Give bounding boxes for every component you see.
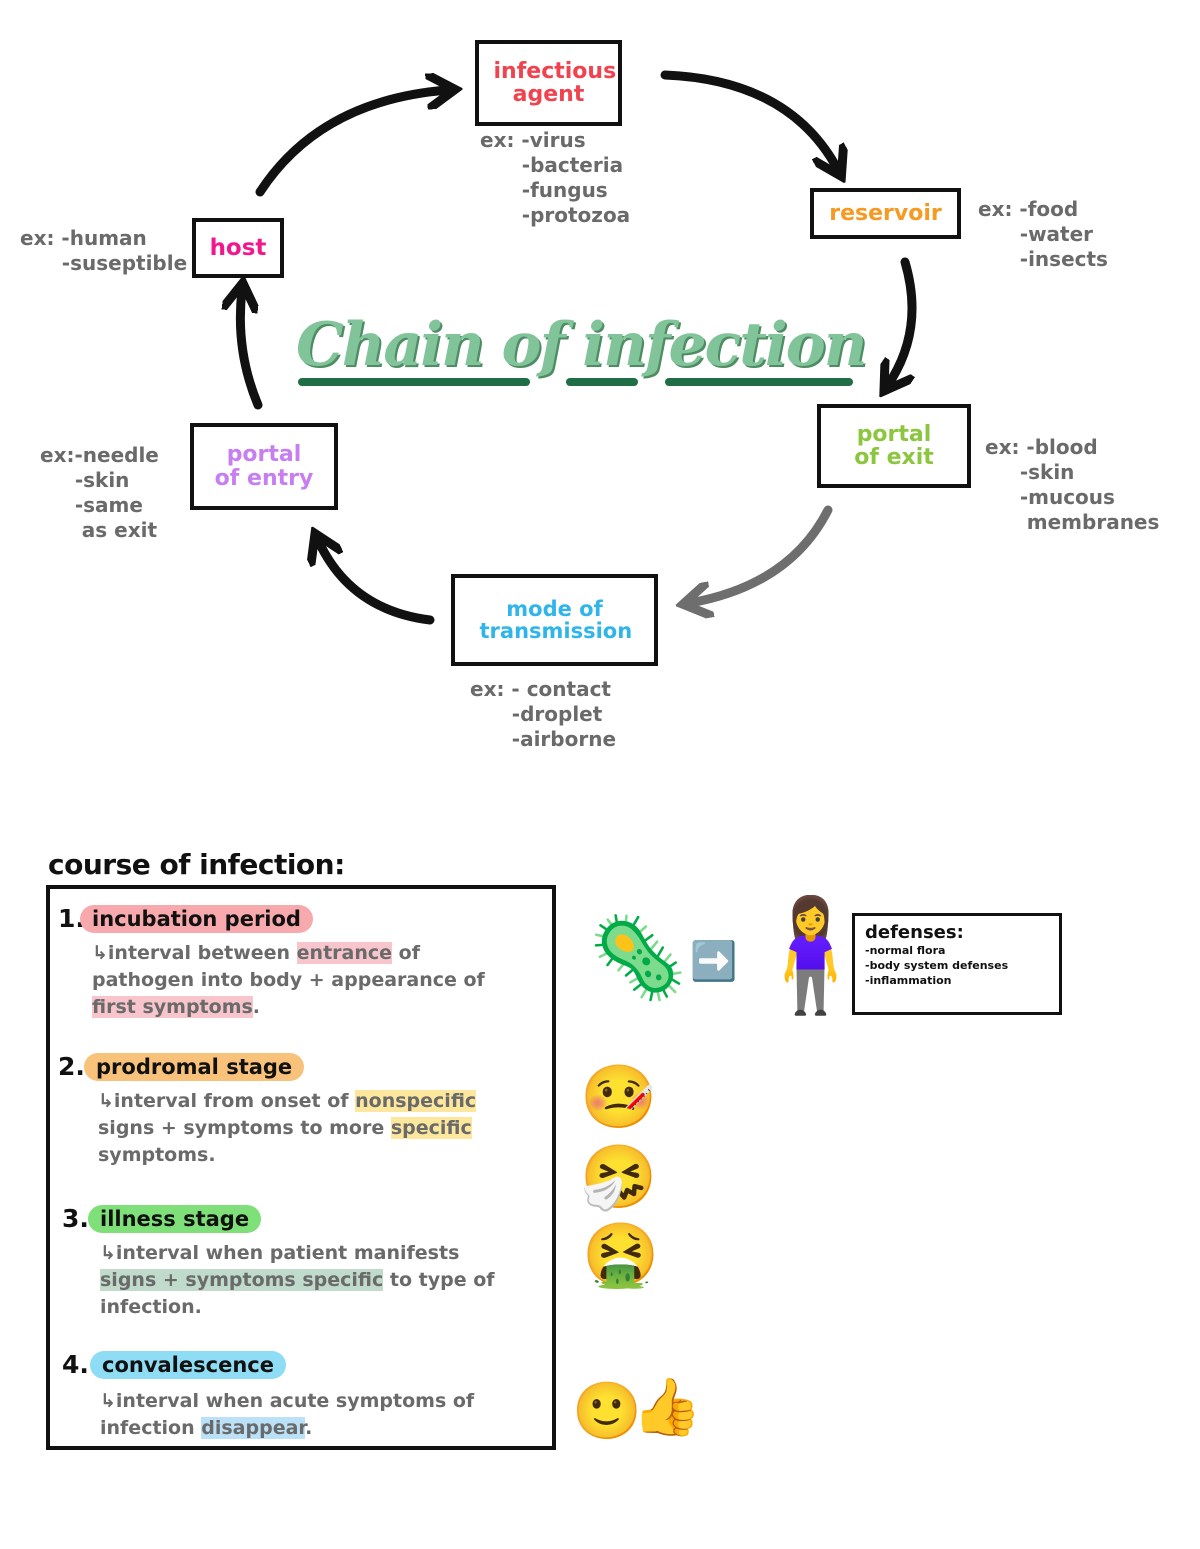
node-mode-of-transmission: mode of transmission [451,574,658,666]
infectious-agent-examples: ex: -virus -bacteria -fungus -protozoa [480,128,631,227]
node-portal-of-exit-label: portal of exit [854,421,934,470]
node-reservoir-label: reservoir [829,200,942,226]
thumbs-up-icon: 👍 [632,1375,702,1440]
title-underline-2 [566,378,638,386]
host-examples: ex: -human -suseptible [20,226,188,275]
defense-item: -inflammation [865,974,952,987]
stage-4-name: convalescence [90,1351,286,1379]
node-portal-of-entry-label: portal of entry [214,442,314,491]
defenses-title: defenses: [865,922,964,943]
arrow-agent-to-reservoir [660,70,838,170]
stage-3-number: 3. [62,1204,89,1233]
portal-of-entry-examples: ex:-needle -skin -same as exit [40,443,159,542]
title-underline-1 [298,378,530,386]
arrow-exit-to-transmission [690,505,833,603]
sick-face-icon: 🤒 [580,1060,658,1133]
smiling-face-icon: 🙂 [572,1379,642,1444]
stage-4-description: ↳interval when acute symptoms of infecti… [100,1390,475,1439]
mode-of-transmission-examples: ex: - contact -droplet -airborne [470,677,617,751]
virus-icon: 🦠 [588,911,688,1004]
stage-3-name: illness stage [88,1205,262,1233]
vomiting-face-icon: 🤮 [582,1218,660,1291]
arrow-transmission-to-entry [318,540,435,625]
node-mode-of-transmission-label: mode of transmission [479,596,633,643]
defense-item: -normal flora [865,944,946,957]
arrow-reservoir-to-exit [888,257,917,385]
course-title: course of infection: [48,848,345,881]
node-infectious-agent-label: infectious agent [493,58,617,107]
reservoir-examples: ex: -food -water -insects [978,197,1108,271]
arrow-entry-to-host [240,290,263,410]
node-reservoir: reservoir [810,188,961,239]
sneezing-face-icon: 🤧 [580,1140,658,1213]
stage-2-name: prodromal stage [84,1053,305,1081]
title-underline-3 [665,378,853,386]
cycle-arrows [0,70,917,625]
diagram-title: Chain of infection [296,310,867,380]
node-portal-of-entry: portal of entry [190,423,338,510]
stage-4-number: 4. [62,1350,89,1379]
node-host-label: host [209,234,267,261]
arrow-host-to-agent [255,90,448,197]
stage-1-name: incubation period [80,905,313,933]
portal-of-exit-examples: ex: -blood -skin -mucous membranes [985,435,1160,534]
stage-2-description: ↳interval from onset of nonspecific sign… [98,1090,477,1166]
node-host: host [192,218,284,278]
node-infectious-agent: infectious agent [475,40,622,126]
defense-item: -body system defenses [865,959,1009,972]
stage-3-description: ↳interval when patient manifests signs +… [100,1242,495,1318]
stage-2-number: 2. [58,1052,85,1081]
course-stages-box [46,885,556,1450]
node-portal-of-exit: portal of exit [817,404,971,488]
person-icon: 🧍‍♀️ [742,891,879,1019]
right-arrow-icon: ➡️ [690,939,738,983]
defenses-box: defenses: -normal flora -body system def… [852,913,1062,1015]
stage-1-description: ↳interval between entrance of pathogen i… [92,942,485,1018]
